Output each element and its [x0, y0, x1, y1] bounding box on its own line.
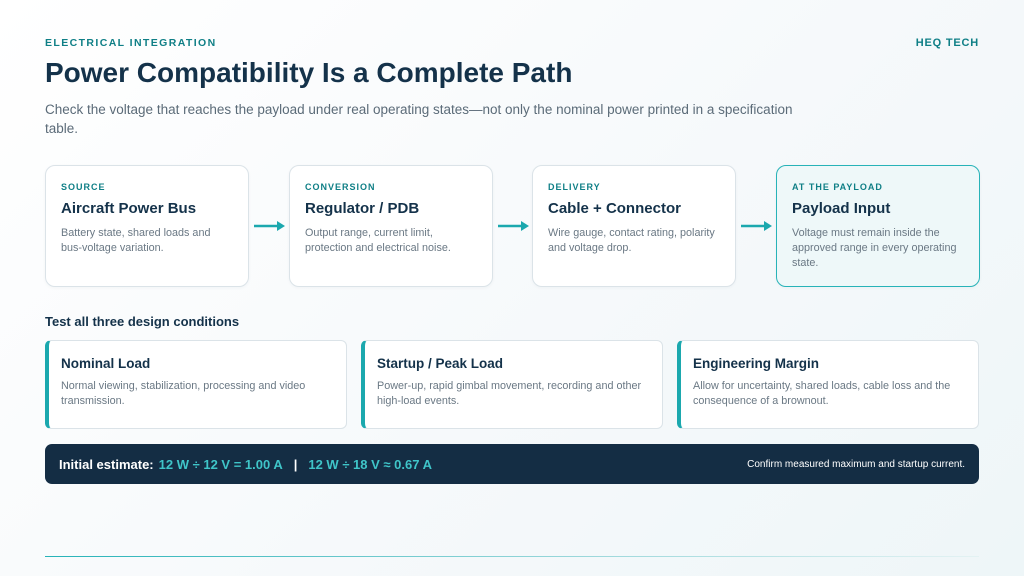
condition-title: Engineering Margin: [693, 356, 820, 371]
brand-logo-text: HEQ TECH: [915, 37, 979, 49]
page-subtitle: Check the voltage that reaches the paylo…: [45, 102, 793, 136]
estimate-note: Confirm measured maximum and startup cur…: [747, 458, 965, 470]
condition-card-margin: Engineering Margin Allow for uncertainty…: [677, 340, 979, 429]
section-kicker: ELECTRICAL INTEGRATION: [45, 37, 217, 49]
estimate-value-18v: 12 W ÷ 18 V ≈ 0.67 A: [308, 456, 432, 472]
step-tag: CONVERSION: [305, 182, 376, 192]
flow-step-conversion: CONVERSION Regulator / PDB Output range,…: [289, 165, 493, 287]
condition-card-nominal: Nominal Load Normal viewing, stabilizati…: [45, 340, 347, 429]
page-title: Power Compatibility Is a Complete Path: [45, 57, 573, 88]
step-tag: SOURCE: [61, 182, 106, 192]
flow-step-delivery: DELIVERY Cable + Connector Wire gauge, c…: [532, 165, 736, 287]
step-title: Cable + Connector: [548, 200, 681, 217]
conditions-heading: Test all three design conditions: [45, 314, 240, 329]
step-description: Wire gauge, contact rating, polarity and…: [548, 227, 715, 254]
step-tag: AT THE PAYLOAD: [792, 182, 883, 192]
step-title: Payload Input: [792, 200, 891, 217]
step-title: Regulator / PDB: [305, 200, 420, 217]
condition-title: Nominal Load: [61, 356, 151, 371]
step-description: Voltage must remain inside the approved …: [792, 227, 957, 269]
condition-description: Allow for uncertainty, shared loads, cab…: [693, 380, 951, 407]
condition-description: Power-up, rapid gimbal movement, recordi…: [377, 380, 642, 407]
step-tag: DELIVERY: [548, 182, 601, 192]
step-description: Battery state, shared loads and bus-volt…: [61, 227, 211, 254]
step-description: Output range, current limit, protection …: [305, 227, 451, 254]
condition-card-peak: Startup / Peak Load Power-up, rapid gimb…: [361, 340, 663, 429]
condition-title: Startup / Peak Load: [377, 356, 504, 371]
estimate-bar: Initial estimate: 12 W ÷ 12 V = 1.00 A |…: [45, 444, 979, 484]
estimate-value-12v: 12 W ÷ 12 V = 1.00 A: [158, 456, 283, 472]
bottom-divider: [45, 556, 979, 557]
power-path-flow: SOURCE Aircraft Power Bus Battery state,…: [45, 165, 980, 287]
step-title: Aircraft Power Bus: [61, 200, 197, 217]
arrow-right-icon: [498, 221, 529, 231]
arrow-right-icon: [741, 221, 772, 231]
estimate-separator: |: [293, 456, 298, 472]
condition-description: Normal viewing, stabilization, processin…: [61, 380, 306, 407]
arrow-right-icon: [254, 221, 285, 231]
estimate-label: Initial estimate:: [59, 456, 154, 472]
flow-step-source: SOURCE Aircraft Power Bus Battery state,…: [45, 165, 249, 287]
flow-step-payload-input: AT THE PAYLOAD Payload Input Voltage mus…: [776, 165, 980, 287]
